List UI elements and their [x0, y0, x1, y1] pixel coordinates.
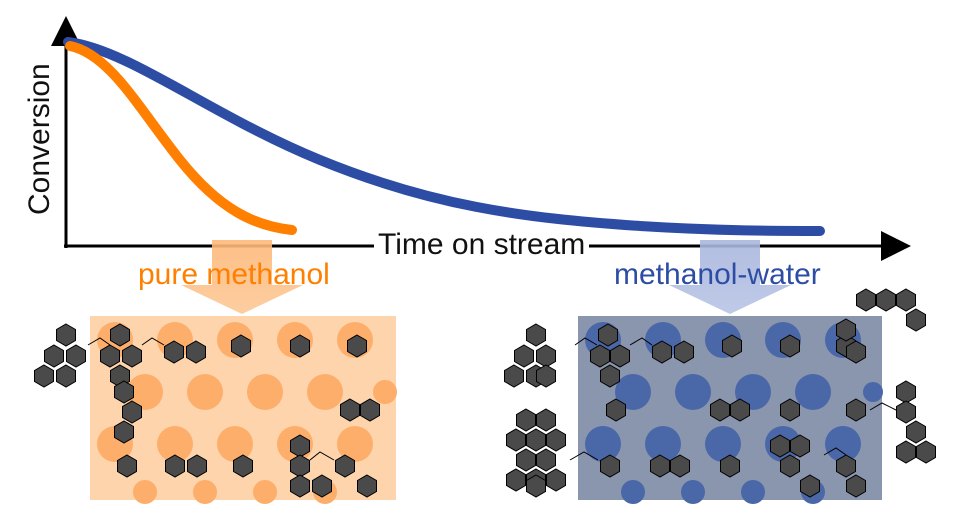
coke-ring: [516, 448, 536, 472]
coke-ring: [846, 398, 866, 422]
coke-ring: [34, 364, 54, 388]
coke-ring: [546, 468, 566, 492]
label-methanol-water: methanol-water: [614, 258, 821, 291]
coke-ring: [906, 420, 926, 444]
coke-ring: [670, 454, 690, 478]
coke-ring: [536, 408, 556, 432]
coke-ring: [876, 288, 896, 312]
coke-ring: [906, 308, 926, 332]
coke-ring: [896, 400, 916, 424]
coke-linker: [309, 451, 335, 461]
coke-ring: [290, 434, 310, 458]
coke-ring: [122, 344, 142, 368]
coke-linker: [569, 451, 599, 461]
coke-ring: [233, 454, 253, 478]
coke-ring: [122, 400, 142, 424]
coke-ring: [290, 454, 310, 478]
coke-ring: [836, 454, 856, 478]
coke-ring: [66, 344, 86, 368]
coke-ring: [506, 468, 526, 492]
coke-ring: [916, 440, 936, 464]
coke-ring: [165, 454, 185, 478]
coke-ring: [600, 454, 620, 478]
coke-ring: [335, 454, 355, 478]
coke-ring: [231, 334, 251, 358]
coke-ring: [114, 380, 134, 404]
coke-ring: [100, 344, 120, 368]
coke-ring: [114, 420, 134, 444]
coke-ring: [770, 434, 790, 458]
coke-ring: [800, 474, 820, 498]
coke-ring: [526, 474, 546, 498]
coke-ring: [836, 318, 856, 342]
coke-ring: [780, 398, 800, 422]
coke-ring: [536, 344, 556, 368]
coke-ring: [187, 454, 207, 478]
coke-ring: [110, 323, 130, 347]
coke-ring: [674, 340, 694, 364]
label-pure-methanol: pure methanol: [138, 258, 330, 291]
coke-ring: [606, 398, 626, 422]
coke-ring: [856, 288, 876, 312]
curve-pure-methanol: [65, 41, 297, 235]
coke-linker: [629, 337, 653, 346]
x-axis-label: Time on stream: [374, 230, 590, 260]
coke-ring: [590, 344, 610, 368]
coke-ring: [117, 454, 137, 478]
coke-ring: [186, 340, 206, 364]
coke-ring: [44, 344, 64, 368]
coke-ring: [896, 380, 916, 404]
arrow-left: [181, 240, 303, 314]
coke-ring: [780, 454, 800, 478]
coke-ring: [598, 323, 618, 347]
coke-ring: [56, 364, 76, 388]
coke-linker: [869, 402, 897, 411]
coke-ring: [710, 398, 730, 422]
coke-ring: [504, 364, 524, 388]
coke-ring: [600, 364, 620, 388]
coke-ring: [516, 408, 536, 432]
coke-ring: [536, 448, 556, 472]
coke-ring: [312, 474, 332, 498]
coke-ring: [347, 334, 367, 358]
coke-ring: [536, 364, 556, 388]
coke-ring: [720, 454, 740, 478]
coke-ring: [790, 434, 810, 458]
coke-ring: [514, 344, 534, 368]
coke-linker: [141, 337, 165, 346]
coke-ring: [164, 340, 184, 364]
coke-ring: [846, 340, 866, 364]
arrow-right: [669, 240, 791, 314]
coke-ring: [290, 474, 310, 498]
y-axis-label: Conversion: [23, 63, 56, 215]
coke-linker: [87, 337, 111, 346]
coke-ring: [526, 428, 546, 452]
coke-ring: [652, 340, 672, 364]
coke-ring: [360, 398, 380, 422]
coke-molecules: [34, 288, 936, 498]
coke-ring: [546, 428, 566, 452]
coke-ring: [896, 440, 916, 464]
coke-ring: [780, 334, 800, 358]
coke-ring: [290, 334, 310, 358]
coke-ring: [610, 344, 630, 368]
coke-ring: [340, 398, 360, 422]
coke-linker: [823, 447, 847, 456]
coke-ring: [526, 323, 546, 347]
coke-ring: [357, 474, 377, 498]
coke-linker: [574, 337, 598, 346]
coke-ring: [722, 334, 742, 358]
coke-ring: [506, 428, 526, 452]
coke-ring: [846, 474, 866, 498]
coke-ring: [56, 323, 76, 347]
curve-methanol-water: [63, 37, 825, 236]
coke-ring: [730, 398, 750, 422]
coke-ring: [896, 288, 916, 312]
coke-ring: [650, 454, 670, 478]
